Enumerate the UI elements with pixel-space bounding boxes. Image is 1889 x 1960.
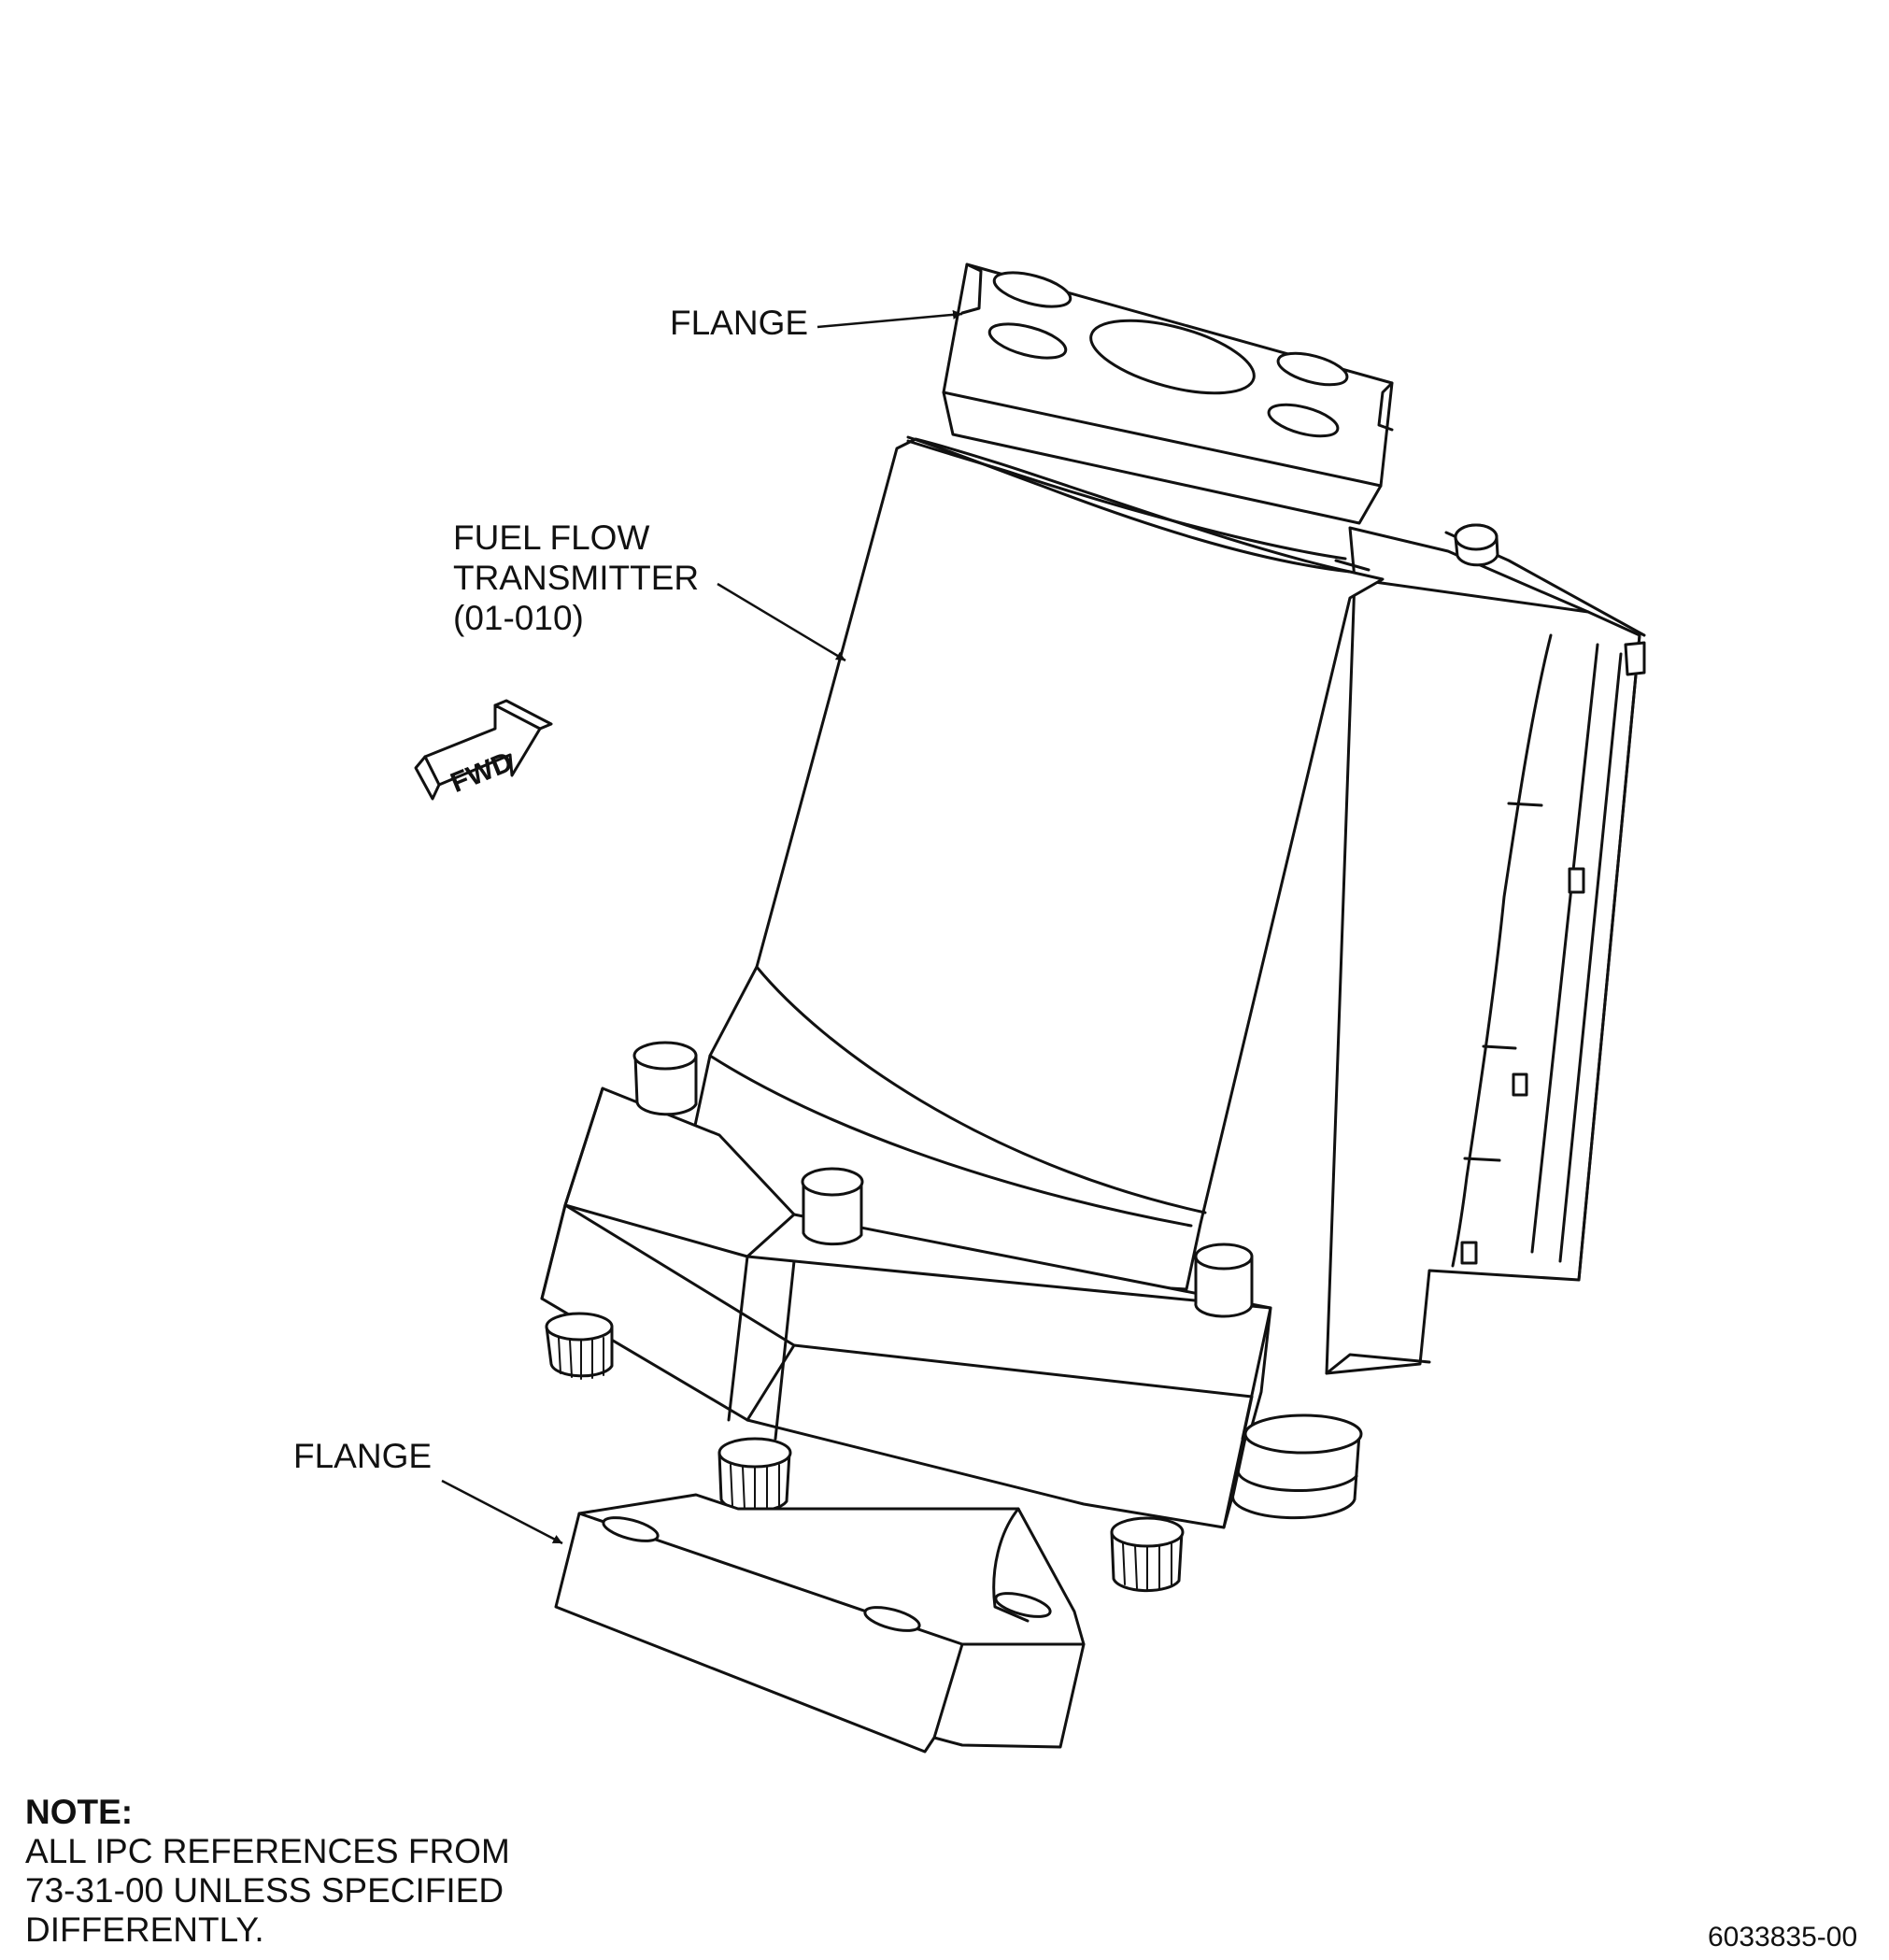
- side-housing: [1325, 526, 1646, 1375]
- bottom-flange: [554, 1493, 1086, 1754]
- leader-transmitter: [717, 582, 846, 662]
- figure-number: 6033835-00: [1708, 1922, 1858, 1953]
- note-heading: NOTE:: [25, 1793, 134, 1831]
- fwd-arrow-icon: [414, 699, 553, 801]
- manifold-bolt: [632, 1041, 698, 1116]
- manifold-bolt: [1194, 1243, 1254, 1318]
- note-line-3: DIFFERENTLY.: [25, 1910, 264, 1949]
- flange-top-label: FLANGE: [670, 304, 809, 342]
- transmitter-body: [680, 435, 1385, 1291]
- flange-bottom-label: FLANGE: [293, 1437, 433, 1475]
- side-bolt: [1454, 523, 1499, 567]
- note-line-1: ALL IPC REFERENCES FROM: [25, 1832, 510, 1870]
- outlet-port: [1231, 1413, 1363, 1520]
- transmitter-label-line1: FUEL FLOW: [453, 518, 650, 557]
- transmitter-label-line2: TRANSMITTER: [453, 559, 700, 597]
- note-line-2: 73-31-00 UNLESS SPECIFIED: [25, 1871, 504, 1910]
- knurled-fitting: [1110, 1516, 1185, 1593]
- side-bolt: [1460, 641, 1646, 1265]
- leader-flange-top: [817, 309, 963, 329]
- leader-flange-bottom: [441, 1479, 563, 1545]
- top-flange: [942, 263, 1394, 525]
- manifold-block: [540, 1087, 1272, 1529]
- manifold-bolt: [801, 1167, 864, 1246]
- knurled-fitting: [717, 1437, 792, 1513]
- transmitter-label-line3: (01-010): [453, 599, 584, 637]
- knurled-fitting: [545, 1312, 614, 1380]
